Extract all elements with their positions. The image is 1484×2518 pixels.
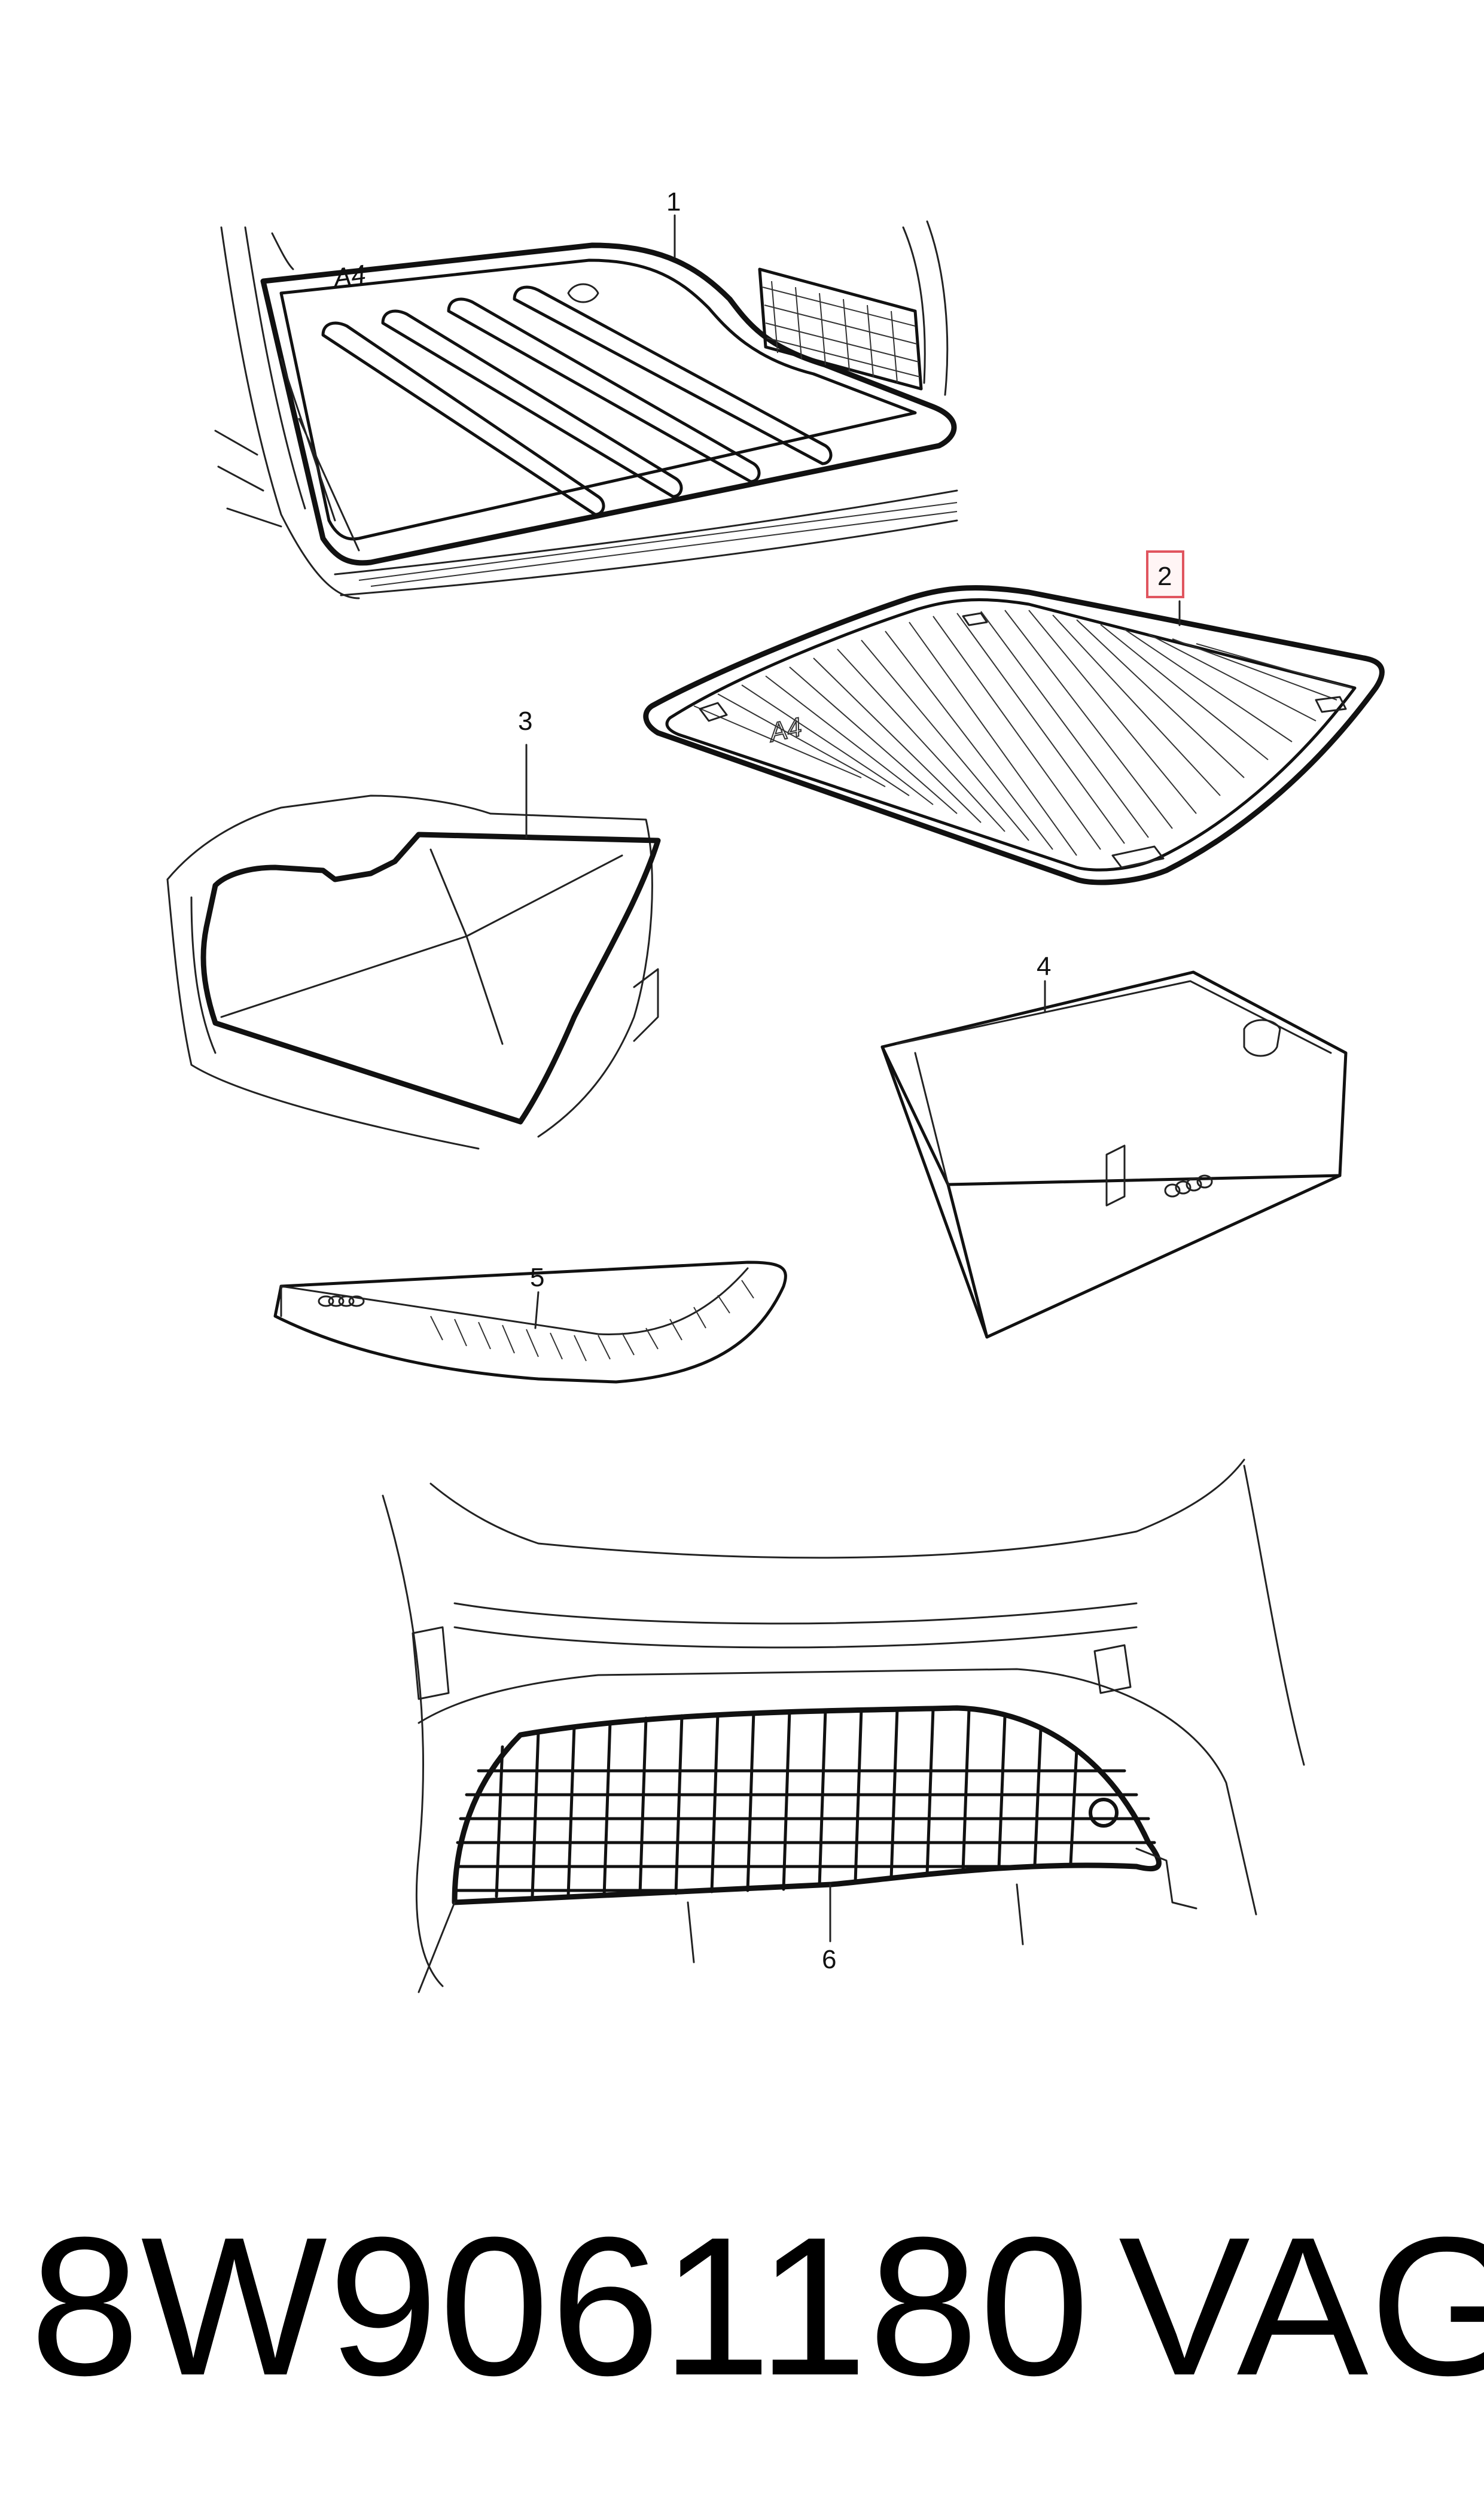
brand-name: VAG [1119, 2196, 1484, 2416]
part5-sill-protector-illustration [273, 1260, 787, 1384]
part2-tray-illustration: A4 [643, 585, 1385, 885]
part-number: 8W9061180 [30, 2196, 1091, 2416]
parts-diagram: A4 1 A4 2 3 [166, 187, 1385, 1993]
part1-trunk-tray-illustration: A4 [214, 214, 958, 599]
part4-storage-box-illustration [880, 970, 1348, 1339]
callout-5: 5 [530, 1263, 544, 1292]
callout-6: 6 [822, 1945, 836, 1974]
callout-2-highlight-box [1146, 550, 1184, 598]
callout-1: 1 [666, 187, 681, 217]
callout-3: 3 [518, 707, 532, 736]
tray-lettering: A4 [330, 260, 368, 293]
callout-2: 2 [1157, 562, 1172, 591]
part6-grille-illustration [382, 1459, 1305, 1993]
grille-mesh [453, 1707, 1156, 1898]
callout-4: 4 [1037, 952, 1051, 981]
tray-lettering-embossed: A4 [765, 713, 805, 748]
part3-trunk-liner-illustration [166, 744, 661, 1150]
